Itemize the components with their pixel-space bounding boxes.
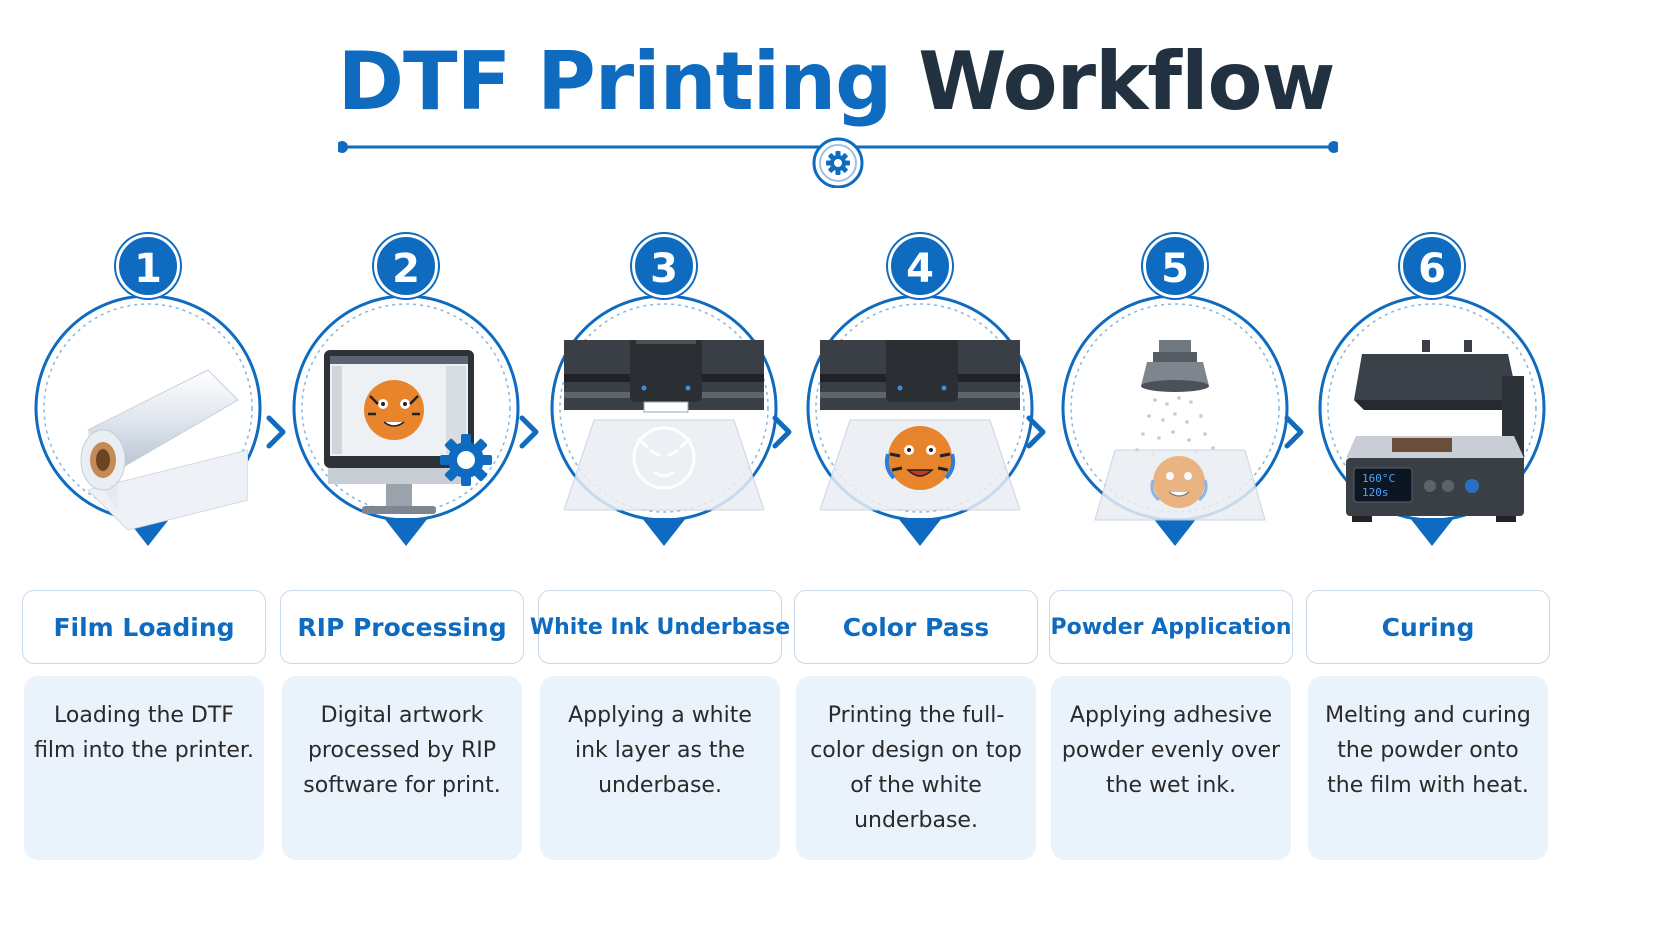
step-number-badge: 1	[116, 234, 180, 298]
step-label: Curing	[1306, 590, 1550, 664]
step-description: Melting and curing the powder onto the f…	[1308, 676, 1548, 860]
step-label: Color Pass	[794, 590, 1038, 664]
step-label: White Ink Underbase	[530, 590, 790, 664]
heat-press-time: 120s	[1362, 486, 1389, 499]
step-5-text: Powder Application Applying adhesive pow…	[1049, 0, 1293, 941]
step-description: Printing the full-color design on top of…	[796, 676, 1036, 860]
step-2: 2	[280, 0, 532, 941]
step-number-badge: 6	[1400, 234, 1464, 298]
step-description: Digital artwork processed by RIP softwar…	[282, 676, 522, 860]
step-2-text: RIP Processing Digital artwork processed…	[280, 0, 524, 941]
chevron-right-icon	[1284, 415, 1304, 449]
step-4: 4	[794, 0, 1046, 941]
step-label: RIP Processing	[280, 590, 524, 664]
step-number-badge: 3	[632, 234, 696, 298]
chevron-right-icon	[266, 415, 286, 449]
step-label: Powder Application	[1049, 590, 1293, 664]
step-3-text: White Ink Underbase Applying a white ink…	[530, 0, 790, 941]
gear-icon	[826, 151, 850, 175]
step-6-text: Curing Melting and curing the powder ont…	[1306, 0, 1550, 941]
color-printhead-icon	[820, 340, 1020, 511]
page-title: DTF Printing Workflow	[0, 32, 1672, 132]
step-label: Film Loading	[22, 590, 266, 664]
chevron-right-icon	[772, 415, 792, 449]
step-number-badge: 2	[374, 234, 438, 298]
step-4-text: Color Pass Printing the full-color desig…	[794, 0, 1038, 941]
powder-shaker-icon	[1094, 340, 1266, 521]
step-1-text: Film Loading Loading the DTF film into t…	[22, 0, 266, 941]
title-part-1: DTF Printing	[337, 35, 893, 128]
chevron-right-icon	[1026, 415, 1046, 449]
step-number-badge: 5	[1143, 234, 1207, 298]
step-5: 5	[1049, 0, 1301, 941]
step-6: 6 160°C 120s	[1306, 0, 1558, 941]
title-part-2: Workflow	[918, 35, 1335, 128]
step-description: Applying adhesive powder evenly over the…	[1051, 676, 1291, 860]
step-ring	[550, 296, 778, 546]
step-3: 3	[538, 0, 790, 941]
title-divider	[338, 137, 1338, 188]
step-description: Loading the DTF film into the printer.	[24, 676, 264, 860]
chevron-right-icon	[519, 415, 539, 449]
computer-rip-icon	[324, 350, 492, 514]
step-description: Applying a white ink layer as the underb…	[540, 676, 780, 860]
white-ink-printhead-icon	[564, 340, 764, 511]
heat-press-temp: 160°C	[1362, 472, 1395, 485]
step-number-badge: 4	[888, 234, 952, 298]
step-1: 1	[22, 0, 274, 941]
heat-press-icon: 160°C 120s	[1346, 340, 1524, 522]
film-roll-icon	[80, 369, 248, 531]
step-ring	[806, 296, 1034, 546]
